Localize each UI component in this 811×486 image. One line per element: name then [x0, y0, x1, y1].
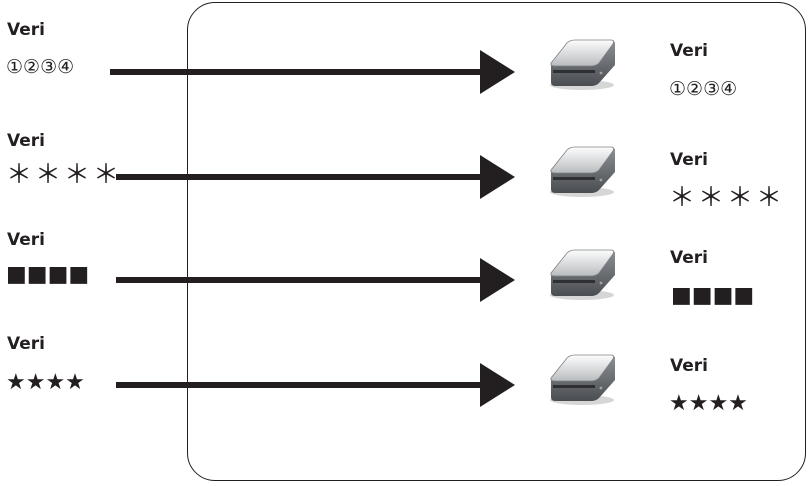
source-data-label-3: Veri [7, 230, 45, 250]
source-data-symbols-1: ①②③④ [6, 56, 75, 78]
target-data-label-1: Veri [670, 41, 708, 61]
source-data-symbols-3: ■■■■ [6, 262, 90, 287]
target-data-label-3: Veri [670, 248, 708, 268]
drive-group-frame [187, 2, 806, 481]
hard-drive-icon [547, 142, 617, 200]
hard-drive-icon [547, 350, 617, 408]
hard-drive-icon [547, 35, 617, 93]
target-data-symbols-1: ①②③④ [669, 78, 738, 100]
target-data-symbols-4: ★★★★ [669, 391, 748, 416]
source-data-label-1: Veri [7, 20, 45, 40]
right-arrow-icon [116, 155, 515, 199]
source-data-label-2: Veri [7, 131, 45, 151]
target-data-label-2: Veri [670, 150, 708, 170]
target-data-label-4: Veri [670, 356, 708, 376]
right-arrow-icon [110, 50, 515, 94]
target-data-symbols-2: ＊＊＊＊ [669, 183, 786, 213]
hard-drive-icon [547, 245, 617, 303]
source-data-label-4: Veri [7, 334, 45, 354]
source-data-symbols-4: ★★★★ [6, 370, 85, 395]
source-data-symbols-2: ＊＊＊＊ [6, 160, 123, 190]
right-arrow-icon [116, 363, 515, 407]
right-arrow-icon [116, 258, 515, 302]
target-data-symbols-3: ■■■■ [671, 283, 755, 308]
